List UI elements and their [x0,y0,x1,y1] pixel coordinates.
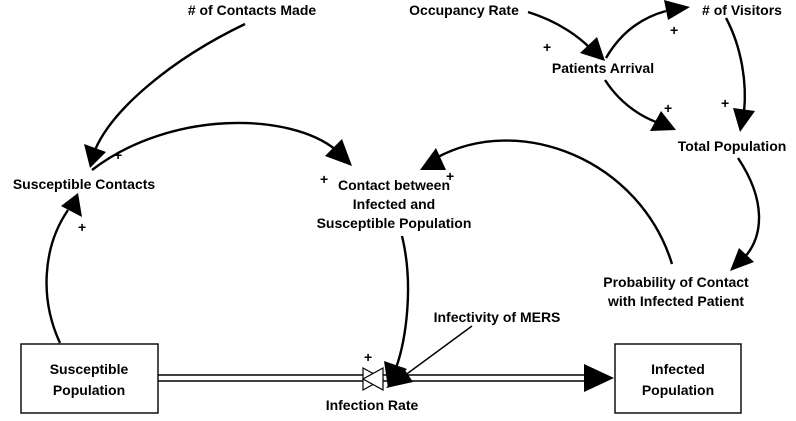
link-susceptible-population-to-susceptible-contacts [45,209,69,344]
stock-label-line-2: Population [642,382,714,398]
arrowhead-contacts-made [84,144,106,168]
flow-label-infection-rate: Infection Rate [326,397,419,413]
link-patients-arrival-to-visitors [604,9,667,59]
arrowhead-patients-arrival [580,37,605,61]
stock-label-line-1: Susceptible [50,361,129,377]
variable-infectivity: Infectivity of MERS [434,309,561,325]
variable-susceptible-contacts: Susceptible Contacts [13,176,156,192]
variable-patients-arrival: Patients Arrival [552,60,654,76]
link-visitors-to-total-population [724,17,747,113]
variable-total-population: Total Population [678,138,787,154]
arrowhead-susceptible-population [61,193,82,217]
variable-probability-line-1: Probability of Contact [603,274,749,290]
stock-infected-population: Infected Population [614,343,742,414]
link-occupancy-to-patients-arrival [527,10,591,49]
arrowhead-infection-rate-from-infectivity [386,367,413,388]
stock-label-line-1: Infected [651,361,705,377]
causal-links [45,0,761,388]
polarity-sign: + [721,95,729,111]
arrowhead-total-population-from-visitors [733,108,755,132]
polarity-sign: + [446,168,454,184]
polarity-sign: + [114,147,122,163]
stock-label-line-2: Population [53,382,125,398]
variable-visitors: # of Visitors [702,2,782,18]
link-contact-between-to-infection-rate [394,235,410,369]
arrowhead-contact-between-from-probability [420,148,446,170]
variable-probability-line-2: with Infected Patient [607,293,744,309]
arrowhead-probability [730,248,754,271]
polarity-sign: + [664,100,672,116]
stock-susceptible-population: Susceptible Population [20,343,159,414]
flow-arrowhead [584,364,614,392]
link-total-population-to-probability [737,157,761,259]
variable-contact-between-line-1: Contact between [338,177,450,193]
arrowhead-total-population-from-arrival [650,111,676,131]
link-probability-to-contact-between [435,139,674,265]
variable-contact-between-line-2: Infected and [353,196,435,212]
link-susceptible-contacts-to-contact-between [91,121,337,171]
polarity-signs: + + + + + + + + + [78,22,729,365]
link-infectivity-to-infection-rate [403,325,473,377]
link-contacts-made-to-susceptible-contacts [93,22,246,151]
polarity-sign: + [543,39,551,55]
polarity-sign: + [78,219,86,235]
variable-occupancy-rate: Occupancy Rate [409,2,519,18]
polarity-sign: + [320,171,328,187]
infection-rate-valve-icon [361,366,385,392]
variable-contacts-made: # of Contacts Made [188,2,317,18]
polarity-sign: + [670,22,678,38]
flow-pipe [158,364,614,392]
link-patients-arrival-to-total-population [603,79,657,124]
arrowhead-contact-between [325,139,352,166]
arrowhead-visitors [664,0,690,20]
variable-contact-between-line-3: Susceptible Population [317,215,472,231]
polarity-sign: + [364,349,372,365]
